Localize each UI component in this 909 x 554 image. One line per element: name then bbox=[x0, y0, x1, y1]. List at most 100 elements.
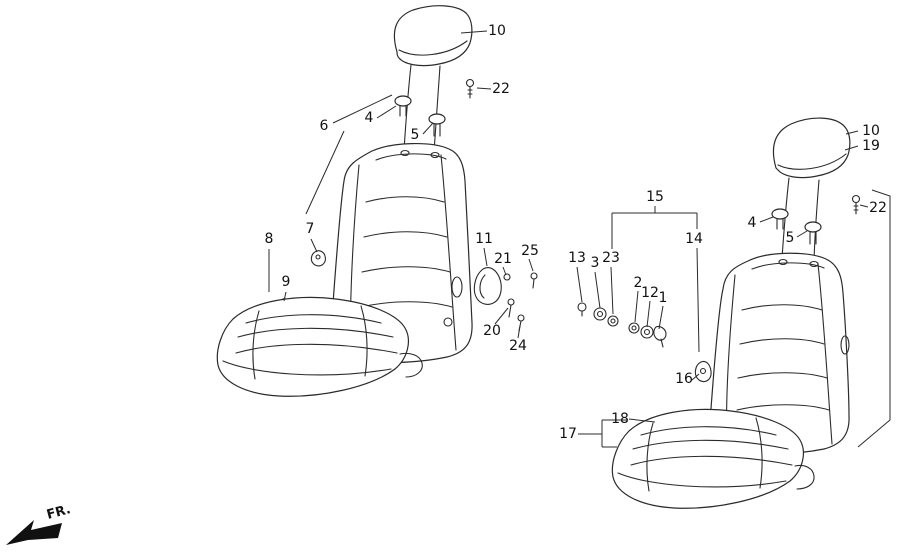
part-3-knob bbox=[593, 307, 607, 321]
leader-4-right bbox=[759, 216, 774, 223]
callout-13: 13 bbox=[568, 250, 586, 266]
right-seatback bbox=[709, 252, 850, 455]
callout-10-left: 10 bbox=[488, 23, 506, 39]
middle-hardware bbox=[577, 302, 712, 383]
right-headrest-seam bbox=[777, 153, 847, 170]
right-cushion-seams bbox=[617, 417, 793, 492]
leader-2 bbox=[634, 290, 639, 323]
left-slide-rail bbox=[399, 352, 423, 378]
leader-19 bbox=[844, 145, 859, 151]
callout-5-left: 5 bbox=[411, 127, 420, 143]
left-cushion-seams bbox=[222, 305, 398, 380]
leader-12 bbox=[646, 300, 651, 328]
left-part-7-cap bbox=[310, 250, 326, 267]
callout-1: 1 bbox=[659, 290, 668, 306]
leader-16 bbox=[691, 373, 700, 381]
leader-1 bbox=[658, 305, 664, 330]
part-16-bracket bbox=[694, 360, 712, 383]
leader-10-right bbox=[845, 130, 859, 135]
right-headrest-post-right bbox=[813, 179, 820, 261]
part-13-knob bbox=[577, 302, 587, 317]
leader-24 bbox=[517, 325, 521, 339]
part-1-lever bbox=[653, 325, 667, 348]
callout-7: 7 bbox=[306, 221, 315, 237]
group-line-left bbox=[305, 130, 345, 215]
left-part-25 bbox=[530, 272, 538, 289]
leader-3 bbox=[594, 271, 601, 309]
fr-direction: FR. bbox=[6, 502, 72, 545]
leader-13 bbox=[576, 266, 583, 303]
callout-25: 25 bbox=[521, 243, 539, 259]
left-headrest-seam bbox=[398, 40, 468, 56]
left-seat-assembly bbox=[216, 5, 538, 397]
right-headrest-guide-4 bbox=[771, 208, 789, 230]
left-headrest-post-right bbox=[433, 65, 441, 153]
leader-5-left bbox=[422, 122, 434, 135]
callout-11: 11 bbox=[475, 231, 493, 247]
left-screw-22 bbox=[465, 78, 475, 99]
left-part-11-cover bbox=[473, 267, 502, 305]
callout-12: 12 bbox=[641, 285, 659, 301]
callout-19: 19 bbox=[862, 138, 880, 154]
left-cushion bbox=[216, 296, 409, 397]
leader-11 bbox=[483, 247, 488, 267]
left-part-21 bbox=[503, 273, 511, 281]
callout-4-left: 4 bbox=[365, 110, 374, 126]
leader-22-left bbox=[476, 87, 492, 90]
leader-14 bbox=[696, 247, 700, 353]
left-headrest-guide-4 bbox=[394, 95, 412, 117]
callout-3: 3 bbox=[591, 255, 600, 271]
leader-10-left bbox=[460, 30, 488, 34]
right-headrest-guide-5 bbox=[804, 221, 822, 245]
part-12-knob bbox=[640, 325, 654, 339]
callout-labels: 10 22 6 4 5 7 8 9 11 21 25 20 24 15 14 1… bbox=[265, 23, 887, 442]
left-headrest-guide-5 bbox=[428, 113, 446, 137]
leader-4-left bbox=[376, 105, 397, 119]
part-2-washer bbox=[628, 322, 640, 334]
fr-label: FR. bbox=[45, 502, 72, 523]
left-headrest bbox=[393, 5, 473, 67]
part-23-knob bbox=[607, 315, 619, 327]
callout-18: 18 bbox=[611, 411, 629, 427]
callout-8: 8 bbox=[265, 231, 274, 247]
right-seatback-seams bbox=[725, 258, 850, 447]
callout-10-right: 10 bbox=[862, 123, 880, 139]
fr-arrow-icon bbox=[6, 520, 62, 545]
leader-18 bbox=[628, 418, 656, 423]
callout-5-right: 5 bbox=[786, 230, 795, 246]
callout-9: 9 bbox=[282, 274, 291, 290]
callout-20: 20 bbox=[483, 323, 501, 339]
callout-21: 21 bbox=[494, 251, 512, 267]
leader-5-right bbox=[796, 230, 808, 238]
callout-16: 16 bbox=[675, 371, 693, 387]
right-seat-assembly bbox=[611, 117, 891, 509]
left-headrest-post-left bbox=[403, 64, 412, 151]
callout-24: 24 bbox=[509, 338, 527, 354]
left-part-20-screw bbox=[507, 298, 515, 318]
right-group-boundary bbox=[857, 189, 891, 448]
leader-23 bbox=[610, 266, 614, 315]
right-slide-rail bbox=[794, 464, 815, 490]
callout-2: 2 bbox=[634, 275, 643, 291]
leader-15-bracket bbox=[611, 206, 698, 249]
right-screw-22 bbox=[851, 194, 861, 215]
leader-25 bbox=[528, 258, 534, 272]
callout-14: 14 bbox=[685, 231, 703, 247]
callout-17: 17 bbox=[559, 426, 577, 442]
callout-15: 15 bbox=[646, 189, 664, 205]
callout-6: 6 bbox=[320, 118, 329, 134]
leader-6 bbox=[332, 94, 393, 124]
right-cushion bbox=[611, 408, 804, 509]
left-part-24-screw bbox=[517, 314, 525, 332]
leader-lines bbox=[268, 30, 869, 448]
leader-7 bbox=[310, 238, 318, 253]
leader-21 bbox=[502, 266, 507, 276]
callout-4-right: 4 bbox=[748, 215, 757, 231]
callout-23: 23 bbox=[602, 250, 620, 266]
callout-22-left: 22 bbox=[492, 81, 510, 97]
leader-20 bbox=[494, 307, 509, 325]
leader-22-right bbox=[859, 204, 869, 208]
callout-22-right: 22 bbox=[869, 200, 887, 216]
